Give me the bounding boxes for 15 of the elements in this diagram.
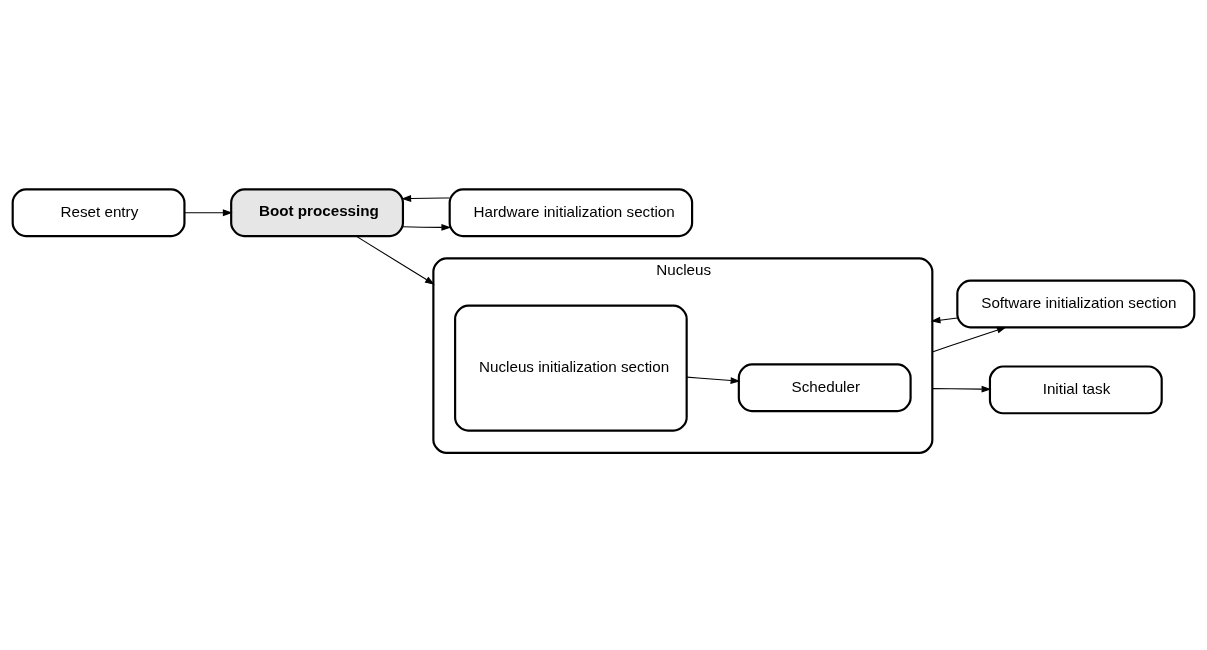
- node-box: Hardware initialization section: [448, 187, 694, 237]
- node-box: Scheduler: [737, 362, 912, 412]
- arrow: [402, 223, 452, 231]
- arrow: [184, 208, 233, 216]
- node-box: Software initialization section: [956, 279, 1196, 328]
- node-box: Nucleus initialization section: [454, 304, 688, 432]
- arrow: [931, 326, 1007, 352]
- node-box: Initial task: [988, 364, 1163, 414]
- arrow: [355, 235, 435, 285]
- arrow: [401, 194, 451, 202]
- arrow: [930, 316, 958, 324]
- arrow: [686, 376, 741, 384]
- node-box: Boot processing: [230, 187, 405, 237]
- node-box: Reset entry: [11, 187, 186, 237]
- arrow: [931, 385, 992, 393]
